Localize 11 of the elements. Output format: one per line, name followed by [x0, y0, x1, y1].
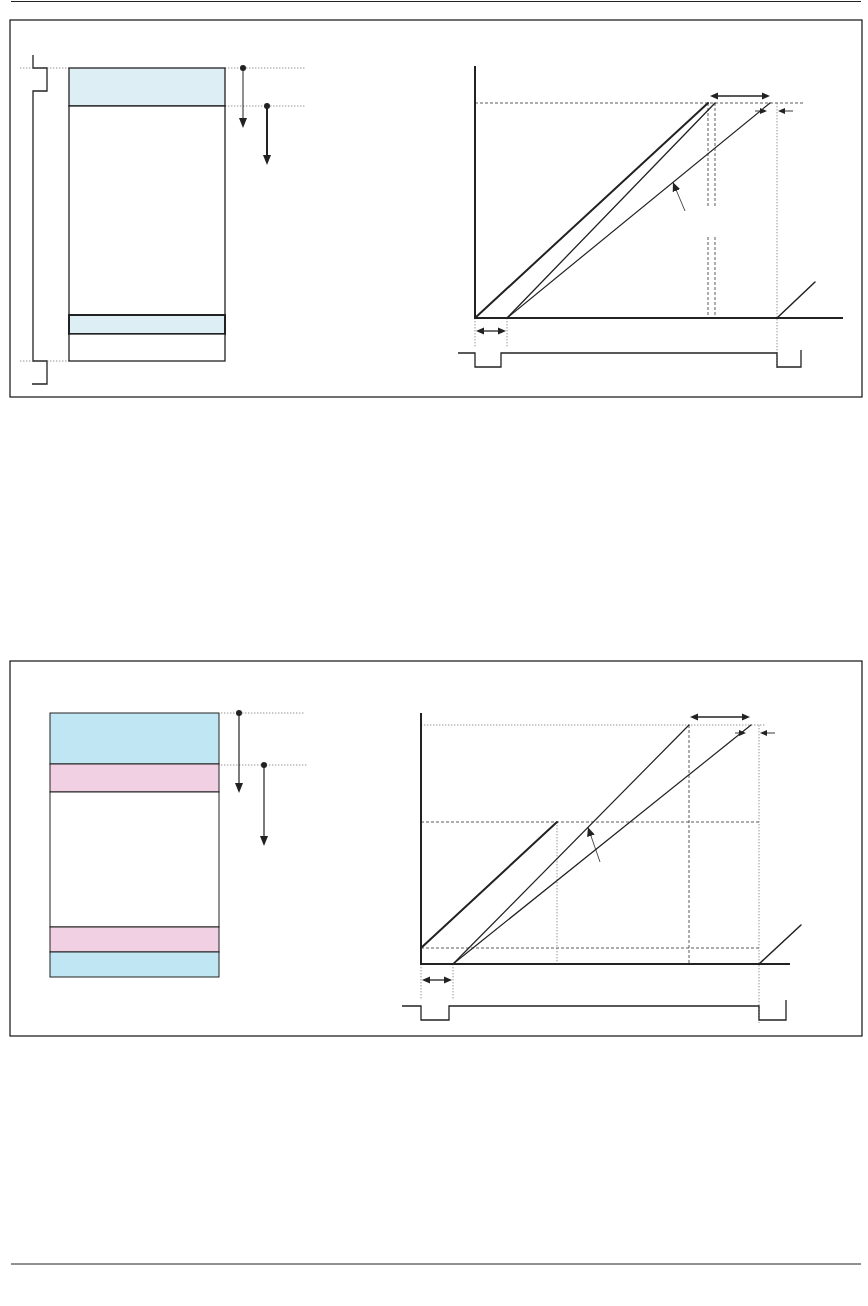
ramp-line	[452, 724, 690, 965]
memory-region	[68, 314, 226, 335]
memory-region	[49, 712, 220, 765]
memory-region	[49, 791, 220, 928]
memory-region	[68, 67, 226, 107]
memory-region	[49, 763, 220, 793]
memory-region	[68, 333, 226, 362]
memory-region	[49, 951, 220, 978]
ramp-line	[506, 102, 771, 319]
memory-region	[68, 105, 226, 316]
memory-region	[49, 926, 220, 953]
